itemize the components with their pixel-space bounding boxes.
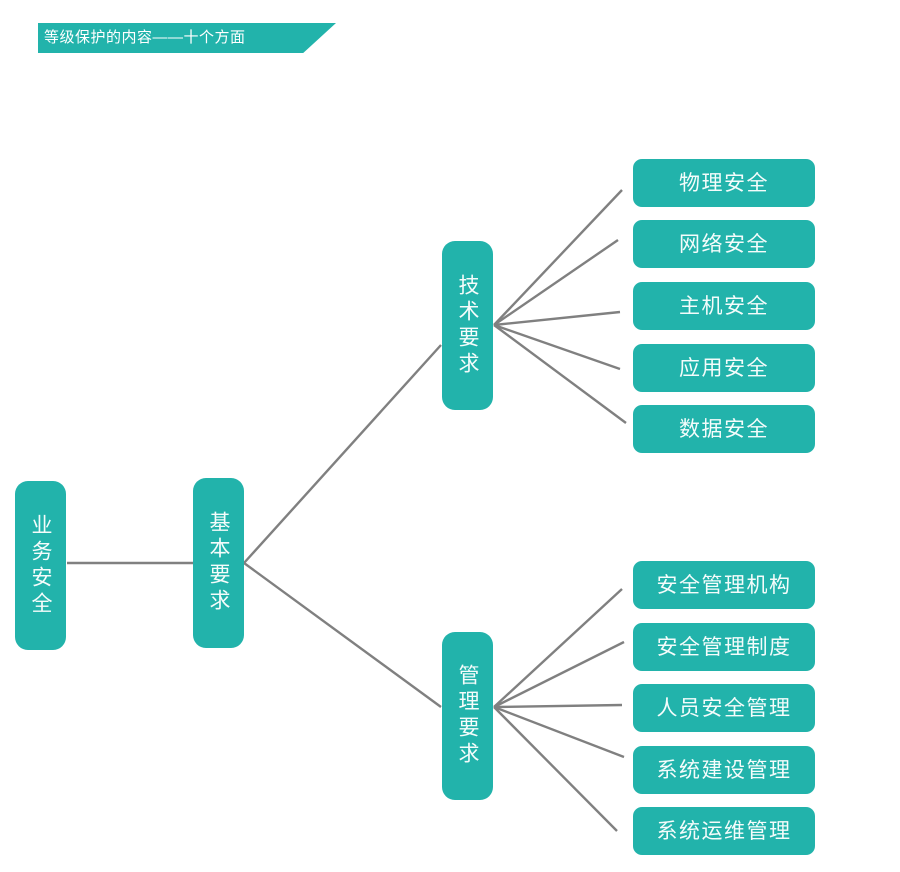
link-basic-mgmt [243, 562, 442, 708]
link-tech-1 [493, 189, 623, 326]
header-banner-shape [38, 23, 336, 53]
leaf-node-label: 安全管理制度 [656, 635, 792, 659]
leaf-node[interactable]: 物理安全 [633, 159, 815, 207]
node-management-requirements-label: 管理要求 [456, 664, 479, 768]
leaf-node[interactable]: 安全管理机构 [633, 561, 815, 609]
leaf-node-label: 人员安全管理 [656, 696, 792, 720]
leaf-node[interactable]: 系统建设管理 [633, 746, 815, 794]
link-mgmt-3 [493, 703, 623, 709]
link-tech-2 [493, 239, 619, 326]
node-technical-requirements-label: 技术要求 [456, 273, 479, 378]
leaf-node-label: 应用安全 [679, 356, 769, 380]
node-basic-requirements[interactable]: 基本要求 [193, 478, 244, 648]
link-basic-tech [243, 344, 442, 564]
header-banner-title: 等级保护的内容——十个方面 [44, 29, 246, 46]
leaf-node-label: 安全管理机构 [656, 573, 792, 597]
node-management-requirements[interactable]: 管理要求 [442, 632, 493, 800]
leaf-node-label: 数据安全 [679, 417, 769, 441]
leaf-node[interactable]: 应用安全 [633, 344, 815, 392]
link-mgmt-5 [493, 706, 618, 832]
leaf-node-label: 物理安全 [679, 171, 769, 195]
link-mgmt-4 [493, 705, 625, 759]
leaf-node[interactable]: 系统运维管理 [633, 807, 815, 855]
leaf-node-label: 系统建设管理 [656, 758, 792, 782]
node-basic-requirements-label: 基本要求 [207, 511, 230, 615]
leaf-node[interactable]: 数据安全 [633, 405, 815, 453]
leaf-node-label: 主机安全 [679, 294, 769, 318]
node-technical-requirements[interactable]: 技术要求 [442, 241, 493, 410]
link-tech-4 [493, 323, 621, 371]
node-business-security[interactable]: 业务安全 [15, 481, 66, 650]
leaf-node[interactable]: 主机安全 [633, 282, 815, 330]
leaf-node[interactable]: 人员安全管理 [633, 684, 815, 732]
link-tech-5 [493, 324, 627, 424]
leaf-node-label: 网络安全 [679, 232, 769, 256]
link-tech-3 [493, 310, 621, 327]
link-mgmt-2 [493, 640, 625, 709]
leaf-node[interactable]: 安全管理制度 [633, 623, 815, 671]
node-business-security-label: 业务安全 [29, 513, 52, 618]
leaf-node-label: 系统运维管理 [656, 819, 792, 843]
leaf-node[interactable]: 网络安全 [633, 220, 815, 268]
link-mgmt-1 [493, 588, 623, 708]
